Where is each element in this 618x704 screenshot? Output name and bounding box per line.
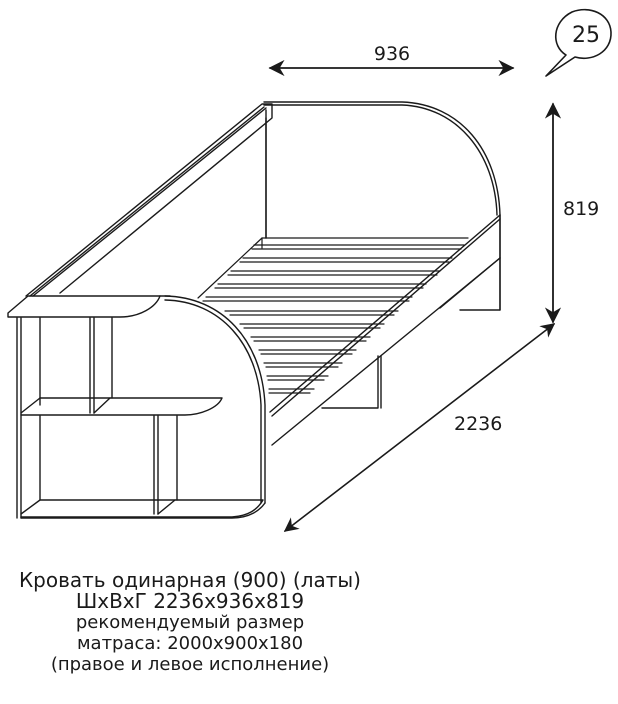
- length-dimension: 2236: [283, 323, 556, 532]
- front-footboard: [164, 295, 266, 504]
- variant-note: (правое и левое исполнение): [50, 654, 330, 675]
- mattress-recommendation-line2: матраса: 2000х900х180: [76, 633, 304, 654]
- height-dimension: 819: [544, 102, 599, 324]
- bed-slats: [197, 237, 469, 394]
- back-side-rail: [25, 103, 273, 297]
- shelf-unit: [7, 295, 266, 519]
- length-label: 2236: [454, 413, 502, 435]
- width-label: 936: [374, 43, 410, 65]
- product-dimensions: ШхВхГ 2236х936х819: [75, 589, 305, 613]
- badge-number: 25: [572, 23, 600, 48]
- mattress-recommendation-line1: рекомендуемый размер: [75, 612, 305, 633]
- width-dimension: 936: [268, 43, 515, 77]
- product-caption: Кровать одинарная (900) (латы) ШхВхГ 223…: [0, 568, 380, 676]
- back-headboard: [263, 101, 501, 311]
- front-side-rail: [269, 214, 501, 446]
- item-number-badge: 25: [545, 8, 612, 77]
- under-bed-support: [321, 355, 382, 409]
- height-label: 819: [563, 198, 599, 220]
- product-title: Кровать одинарная (900) (латы): [18, 568, 361, 592]
